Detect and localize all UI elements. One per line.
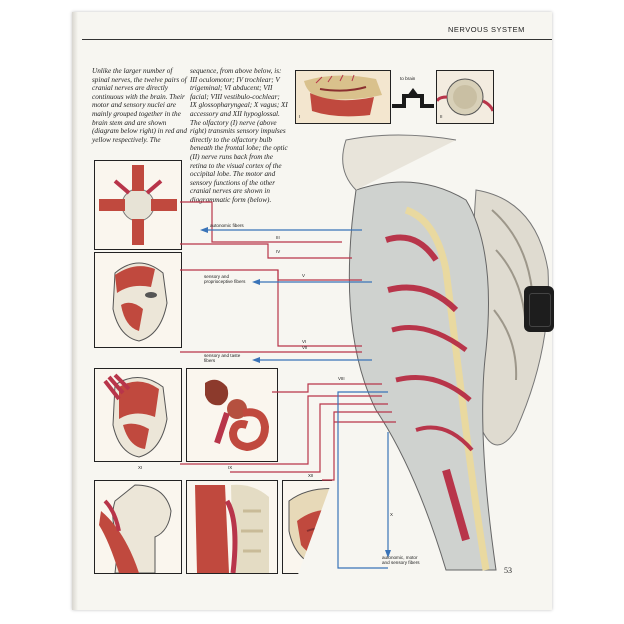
- sensory-taste-label: sensory and taste fibers: [204, 353, 244, 363]
- book-page: NERVOUS SYSTEM Unlike the larger number …: [72, 12, 552, 610]
- nerve-label-x: X: [390, 512, 393, 517]
- nerve-label-xi: XI: [138, 465, 142, 470]
- page-number: 53: [504, 566, 512, 575]
- binder-clip: [524, 286, 554, 332]
- sensory-proprioceptive-label: sensory and proprioceptive fibers: [204, 274, 250, 284]
- autonomic-fibers-label: autonomic fibers: [210, 223, 244, 228]
- nerve-label-vii: VII: [302, 345, 307, 350]
- nerve-label-vi: VI: [302, 339, 306, 344]
- autonomic-motor-sensory-label: autonomic, motor and sensory fibers: [382, 555, 422, 565]
- nerve-label-viii: VIII: [338, 376, 345, 381]
- nerve-label-v: V: [302, 273, 305, 278]
- page-edge-shadow: [72, 12, 78, 610]
- nerve-label-ix: IX: [228, 465, 232, 470]
- nerve-pathways: [72, 12, 552, 610]
- nerve-label-xii: XII: [308, 473, 313, 478]
- nerve-label-iii: III: [276, 235, 280, 240]
- nerve-label-iv: IV: [276, 249, 280, 254]
